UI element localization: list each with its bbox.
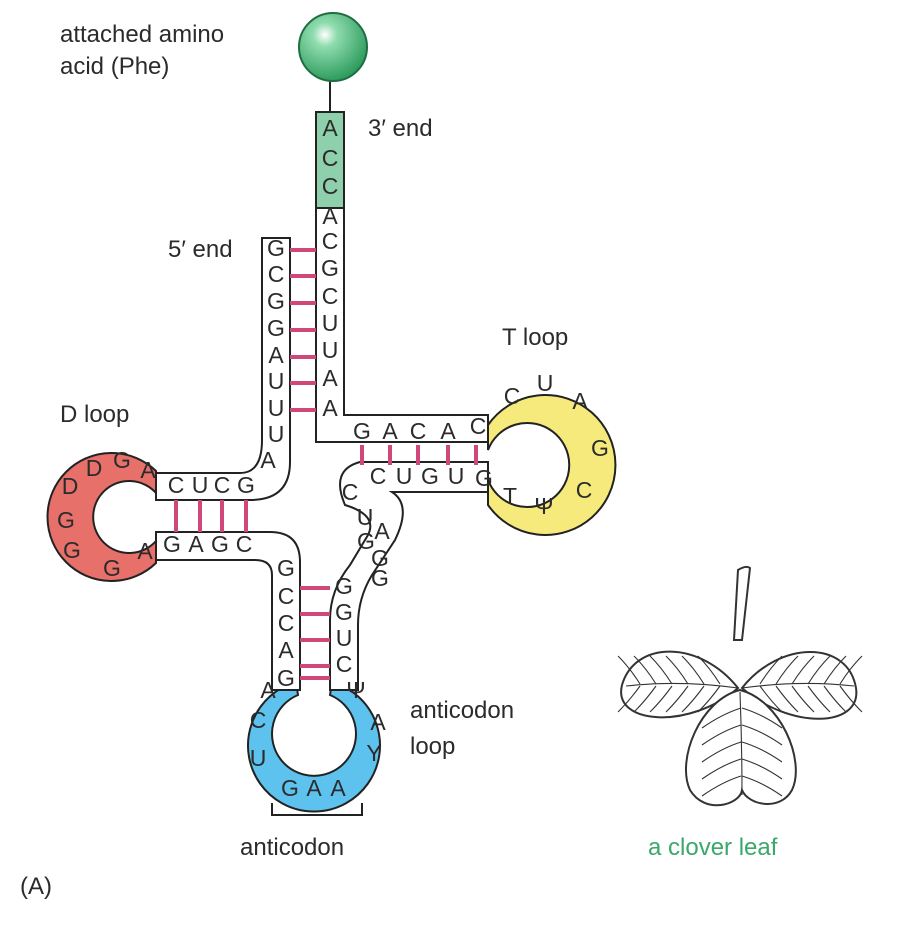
variable-loop-base-1: U xyxy=(357,504,374,530)
anticodon-stem-right-base-3: C xyxy=(336,651,353,677)
t-loop-base-3: G xyxy=(591,435,609,461)
acceptor-3prime-base-4: C xyxy=(322,228,339,254)
d-loop-label: D loop xyxy=(60,401,129,428)
clover-leaf-label: a clover leaf xyxy=(648,834,778,861)
acceptor-5prime-base-4: A xyxy=(268,342,284,368)
variable-loop-base-5: G xyxy=(371,565,389,591)
t-stem-top-base-1: A xyxy=(382,418,398,444)
d-loop-base-1: G xyxy=(113,447,131,473)
anticodon-loop-base-8: Ψ xyxy=(346,677,365,703)
variable-loop-base-4: A xyxy=(374,518,390,544)
clover-leaf-illustration xyxy=(618,567,862,805)
acceptor-3prime-base-6: C xyxy=(322,283,339,309)
acceptor-3prime-base-2: C xyxy=(322,173,339,199)
d-stem-bottom-base-2: G xyxy=(211,531,229,557)
t-stem-top-base-4: C xyxy=(470,413,487,439)
acceptor-3prime-base-8: U xyxy=(322,337,339,363)
t-loop-base-6: T xyxy=(503,483,517,509)
d-loop-base-2: D xyxy=(86,455,103,481)
acceptor-5prime-base-3: G xyxy=(267,315,285,341)
t-loop-base-5: Ψ xyxy=(534,493,553,519)
acceptor-3prime-base-0: A xyxy=(322,115,338,141)
d-loop-base-3: D xyxy=(62,473,79,499)
d-loop-base-7: A xyxy=(137,538,153,564)
anticodon-loop-base-2: U xyxy=(250,745,267,771)
clover-stem xyxy=(734,567,750,640)
five-prime-end-label: 5′ end xyxy=(168,236,233,263)
t-stem-bottom-base-2: G xyxy=(421,463,439,489)
t-stem-top-base-2: C xyxy=(410,418,427,444)
t-loop-base-1: U xyxy=(537,370,554,396)
anticodon-stem-left-base-4: G xyxy=(277,665,295,691)
acceptor-3prime-base-9: A xyxy=(322,365,338,391)
anticodon-loop-base-4: A xyxy=(306,775,322,801)
amino-acid-label-line1: attached amino xyxy=(60,21,224,48)
d-stem-top-base-2: C xyxy=(214,472,231,498)
t-loop-base-0: C xyxy=(504,383,521,409)
d-stem-top-base-0: C xyxy=(168,472,185,498)
d-stem-bottom-base-3: C xyxy=(236,531,253,557)
three-prime-end-label: 3′ end xyxy=(368,115,433,142)
amino-acid-label-line2: acid (Phe) xyxy=(60,53,169,80)
acceptor-3prime-base-1: C xyxy=(322,145,339,171)
anticodon-stem-left-base-3: A xyxy=(278,637,294,663)
anticodon-stem-right-base-2: U xyxy=(336,625,353,651)
d-stem-top-base-1: U xyxy=(192,472,209,498)
acceptor-5prime-base-6: U xyxy=(268,395,285,421)
acceptor-3prime-base-7: U xyxy=(322,310,339,336)
anticodon-loop-label-line1: anticodon xyxy=(410,697,514,724)
anticodon-loop-base-1: C xyxy=(250,707,267,733)
d-loop-base-6: G xyxy=(103,555,121,581)
variable-loop-base-0: C xyxy=(342,479,359,505)
anticodon-loop-base-0: A xyxy=(260,677,276,703)
acceptor-5prime-base-7: U xyxy=(268,421,285,447)
acceptor-5prime-base-1: C xyxy=(268,261,285,287)
d-loop-base-0: A xyxy=(140,457,156,483)
panel-label: (A) xyxy=(20,873,52,900)
anticodon-stem-right-base-1: G xyxy=(335,599,353,625)
t-stem-bottom-base-3: U xyxy=(448,463,465,489)
t-stem-bottom-base-1: U xyxy=(396,463,413,489)
d-stem-top-base-3: G xyxy=(237,472,255,498)
amino-acid-ball xyxy=(299,13,367,81)
backbone-3prime-strand xyxy=(316,208,488,442)
d-stem-bottom-base-1: A xyxy=(188,531,204,557)
d-loop-base-4: G xyxy=(57,507,75,533)
anticodon-stem-left-base-0: G xyxy=(277,555,295,581)
anticodon-loop-label-line2: loop xyxy=(410,733,455,760)
anticodon-stem-left-base-1: C xyxy=(278,583,295,609)
anticodon-loop-base-5: A xyxy=(330,775,346,801)
acceptor-3prime-base-10: A xyxy=(322,395,338,421)
acceptor-3prime-base-3: A xyxy=(322,203,338,229)
t-stem-top-base-3: A xyxy=(440,418,456,444)
anticodon-loop-base-3: G xyxy=(281,775,299,801)
anticodon-loop-base-7: A xyxy=(370,709,386,735)
anticodon-stem-left-base-2: C xyxy=(278,610,295,636)
acceptor-5prime-base-2: G xyxy=(267,288,285,314)
t-stem-top-base-0: G xyxy=(353,418,371,444)
t-loop-base-2: A xyxy=(572,388,588,414)
d-stem-bottom-base-0: G xyxy=(163,531,181,557)
t-stem-bottom-base-0: C xyxy=(370,463,387,489)
acceptor-3prime-base-5: G xyxy=(321,255,339,281)
acceptor-5prime-base-5: U xyxy=(268,368,285,394)
acceptor-5prime-base-0: G xyxy=(267,235,285,261)
anticodon-label: anticodon xyxy=(240,834,344,861)
t-loop-base-4: C xyxy=(576,477,593,503)
linker-base-0: A xyxy=(260,447,276,473)
t-stem-bottom-base-4: G xyxy=(475,465,493,491)
anticodon-stem-right-base-0: G xyxy=(335,573,353,599)
anticodon-loop-base-6: Y xyxy=(366,740,381,766)
t-loop-label: T loop xyxy=(502,324,568,351)
d-loop-base-5: G xyxy=(63,537,81,563)
